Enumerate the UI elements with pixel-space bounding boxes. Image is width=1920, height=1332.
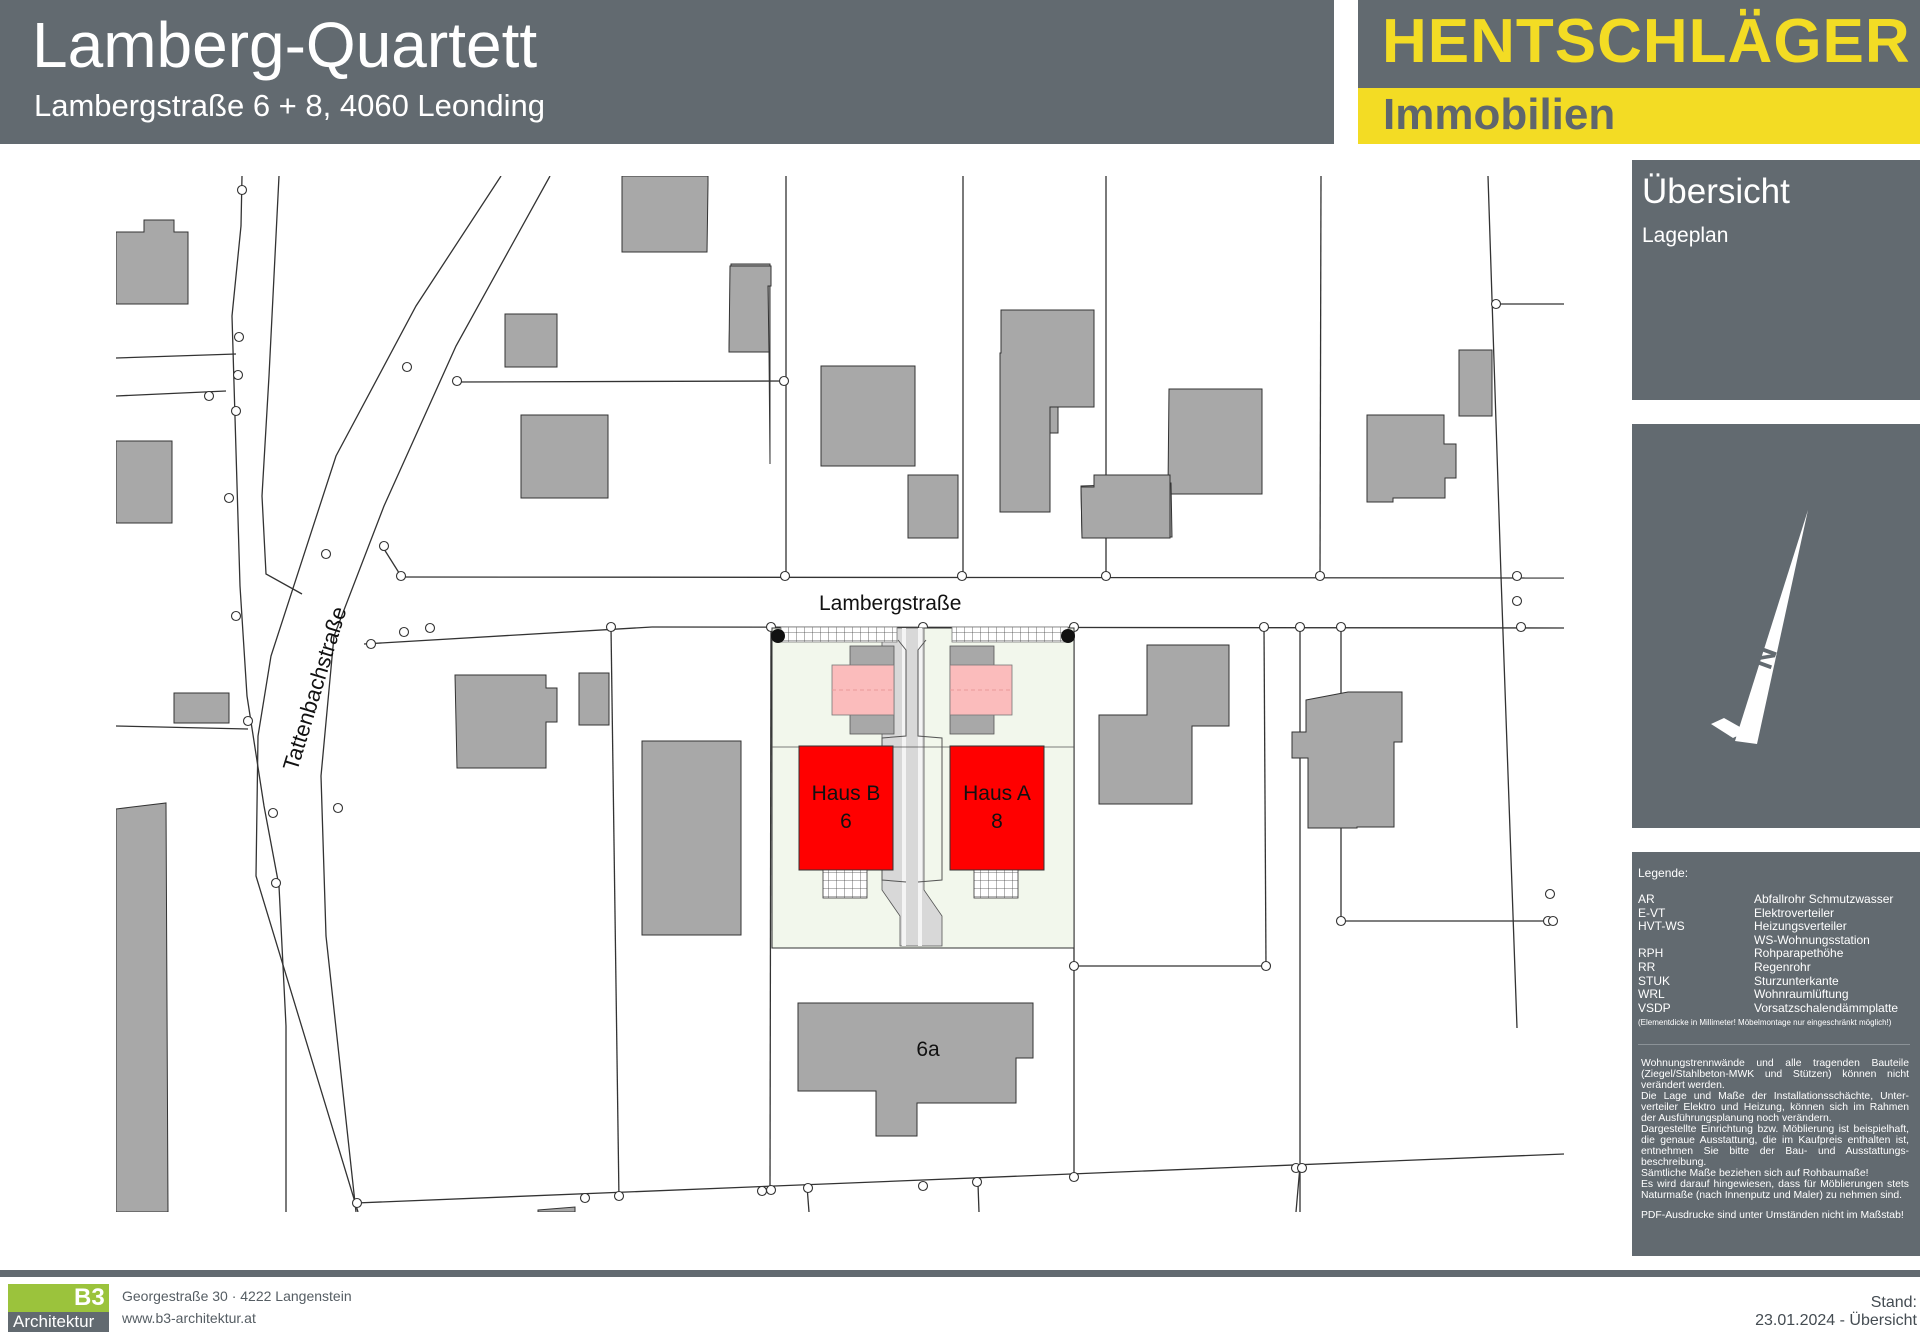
- header-bar: [0, 0, 1334, 144]
- legend-abbr: [1638, 934, 1754, 948]
- b3-logo-band: [8, 1312, 109, 1332]
- site-plan: Lambergstraße Tattenbachstraße Haus B 6 …: [116, 176, 1564, 1212]
- house-b: [798, 745, 894, 871]
- north-arrow-panel: N: [1632, 424, 1920, 828]
- legend-abbr: E-VT: [1638, 905, 1666, 920]
- legend-paragraph: Wohnungstrennwände und alle tragenden Ba…: [1641, 1058, 1909, 1091]
- b3-logo-word: Architektur: [13, 1312, 95, 1331]
- legend-text: Heizungsverteiler: [1754, 919, 1847, 934]
- legend-abbr: RR: [1638, 959, 1656, 974]
- house-b-number: 6: [840, 810, 852, 833]
- legend-abbr: RPH: [1638, 946, 1664, 961]
- legend-text: WS-Wohnungsstation: [1754, 932, 1870, 947]
- legend-abbr: AR: [1638, 892, 1655, 906]
- stand-value: 23.01.2024 - Übersicht: [1755, 1312, 1917, 1329]
- north-arrow-icon: N: [1711, 510, 1808, 744]
- legend-paragraph: Dargestellte Einrichtung bzw. Möblierung…: [1641, 1124, 1909, 1168]
- page-subtitle: Lambergstraße 6 + 8, 4060 Leonding: [34, 88, 546, 123]
- legend-text: Wohnraumlüftung: [1754, 987, 1849, 1002]
- overview-subtitle: Lageplan: [1642, 224, 1729, 247]
- legend-item: E-VT Elektroverteiler: [1638, 905, 1918, 921]
- legend-text: Regenrohr: [1754, 959, 1811, 974]
- house-b-name: Haus B: [812, 782, 881, 805]
- legend-abbr: HVT-WS: [1638, 919, 1685, 934]
- legend-paragraph: Es wird darauf hingewiesen, dass für Möb…: [1641, 1179, 1909, 1201]
- legend-paragraphs: Wohnungstrennwände und alle tragenden Ba…: [1641, 1058, 1909, 1201]
- brand-name: HENTSCHLÄGER: [1382, 7, 1911, 76]
- legend-item: HVT-WS Heizungsverteiler: [1638, 920, 1918, 934]
- b3-logo: [8, 1284, 109, 1312]
- legend-panel: [1632, 852, 1920, 1256]
- overview-panel: [1632, 160, 1920, 400]
- legend-heading: Legende:: [1638, 866, 1689, 880]
- legend-paragraph: Die Lage und Maße der Installationsschäc…: [1641, 1091, 1909, 1124]
- legend-abbr: VSDP: [1638, 1000, 1671, 1015]
- legend-item: WRL Wohnraumlüftung: [1638, 988, 1918, 1002]
- b3-logo-mark: B3: [74, 1284, 105, 1311]
- footer-website[interactable]: www.b3-architektur.at: [122, 1310, 256, 1326]
- footer-address: Georgestraße 30 · 4222 Langenstein: [122, 1288, 352, 1304]
- page-title: Lamberg-Quartett: [32, 9, 538, 81]
- legend-text: Sturzunterkante: [1754, 973, 1839, 988]
- street-label-left: Tattenbachstraße: [278, 604, 352, 774]
- legend-item: VSDP Vorsatzschalendämmplatte: [1638, 1000, 1918, 1016]
- legend-abbr: STUK: [1638, 973, 1671, 988]
- street-label-top: Lambergstraße: [819, 592, 961, 615]
- stand-label: Stand:: [1870, 1294, 1917, 1311]
- neighbor-label: 6a: [916, 1038, 940, 1061]
- legend-abbr: WRL: [1638, 987, 1665, 1002]
- legend-item: AR Abfallrohr Schmutzwasser: [1638, 892, 1918, 907]
- house-a-name: Haus A: [963, 782, 1031, 805]
- legend-text: Rohparapethöhe: [1754, 946, 1844, 961]
- house-a: [949, 745, 1045, 871]
- legend-paragraph: Sämtliche Maße beziehen sich auf Rohbaum…: [1641, 1168, 1869, 1179]
- survey-markers: [203, 184, 1559, 1209]
- neighbor-buildings: [116, 176, 1493, 1212]
- brand-subtitle: Immobilien: [1383, 90, 1616, 139]
- legend-item: WS-Wohnungsstation: [1638, 932, 1918, 948]
- legend-text: Abfallrohr Schmutzwasser: [1754, 892, 1894, 906]
- overview-title: Übersicht: [1642, 172, 1790, 211]
- legend-pdf-note: PDF-Ausdrucke sind unter Umständen nicht…: [1641, 1210, 1904, 1221]
- footer-rule: [0, 1270, 1920, 1277]
- legend-item: RR Regenrohr: [1638, 959, 1918, 975]
- legend-divider: [1638, 1044, 1910, 1045]
- legend-text: Elektroverteiler: [1754, 905, 1835, 920]
- legend-item: RPH Rohparapethöhe: [1638, 947, 1918, 961]
- project-site: [771, 626, 1075, 949]
- legend-list: AR Abfallrohr Schmutzwasser E-VT Elektrove…: [1638, 892, 1918, 1016]
- legend-note: (Elementdicke in Millimeter! Möbelmontag…: [1638, 1018, 1892, 1027]
- legend-item: STUK Sturzunterkante: [1638, 973, 1918, 989]
- brand-band: [1358, 88, 1920, 144]
- legend-text: Vorsatzschalendämmplatte: [1754, 1000, 1899, 1015]
- house-a-number: 8: [991, 810, 1003, 833]
